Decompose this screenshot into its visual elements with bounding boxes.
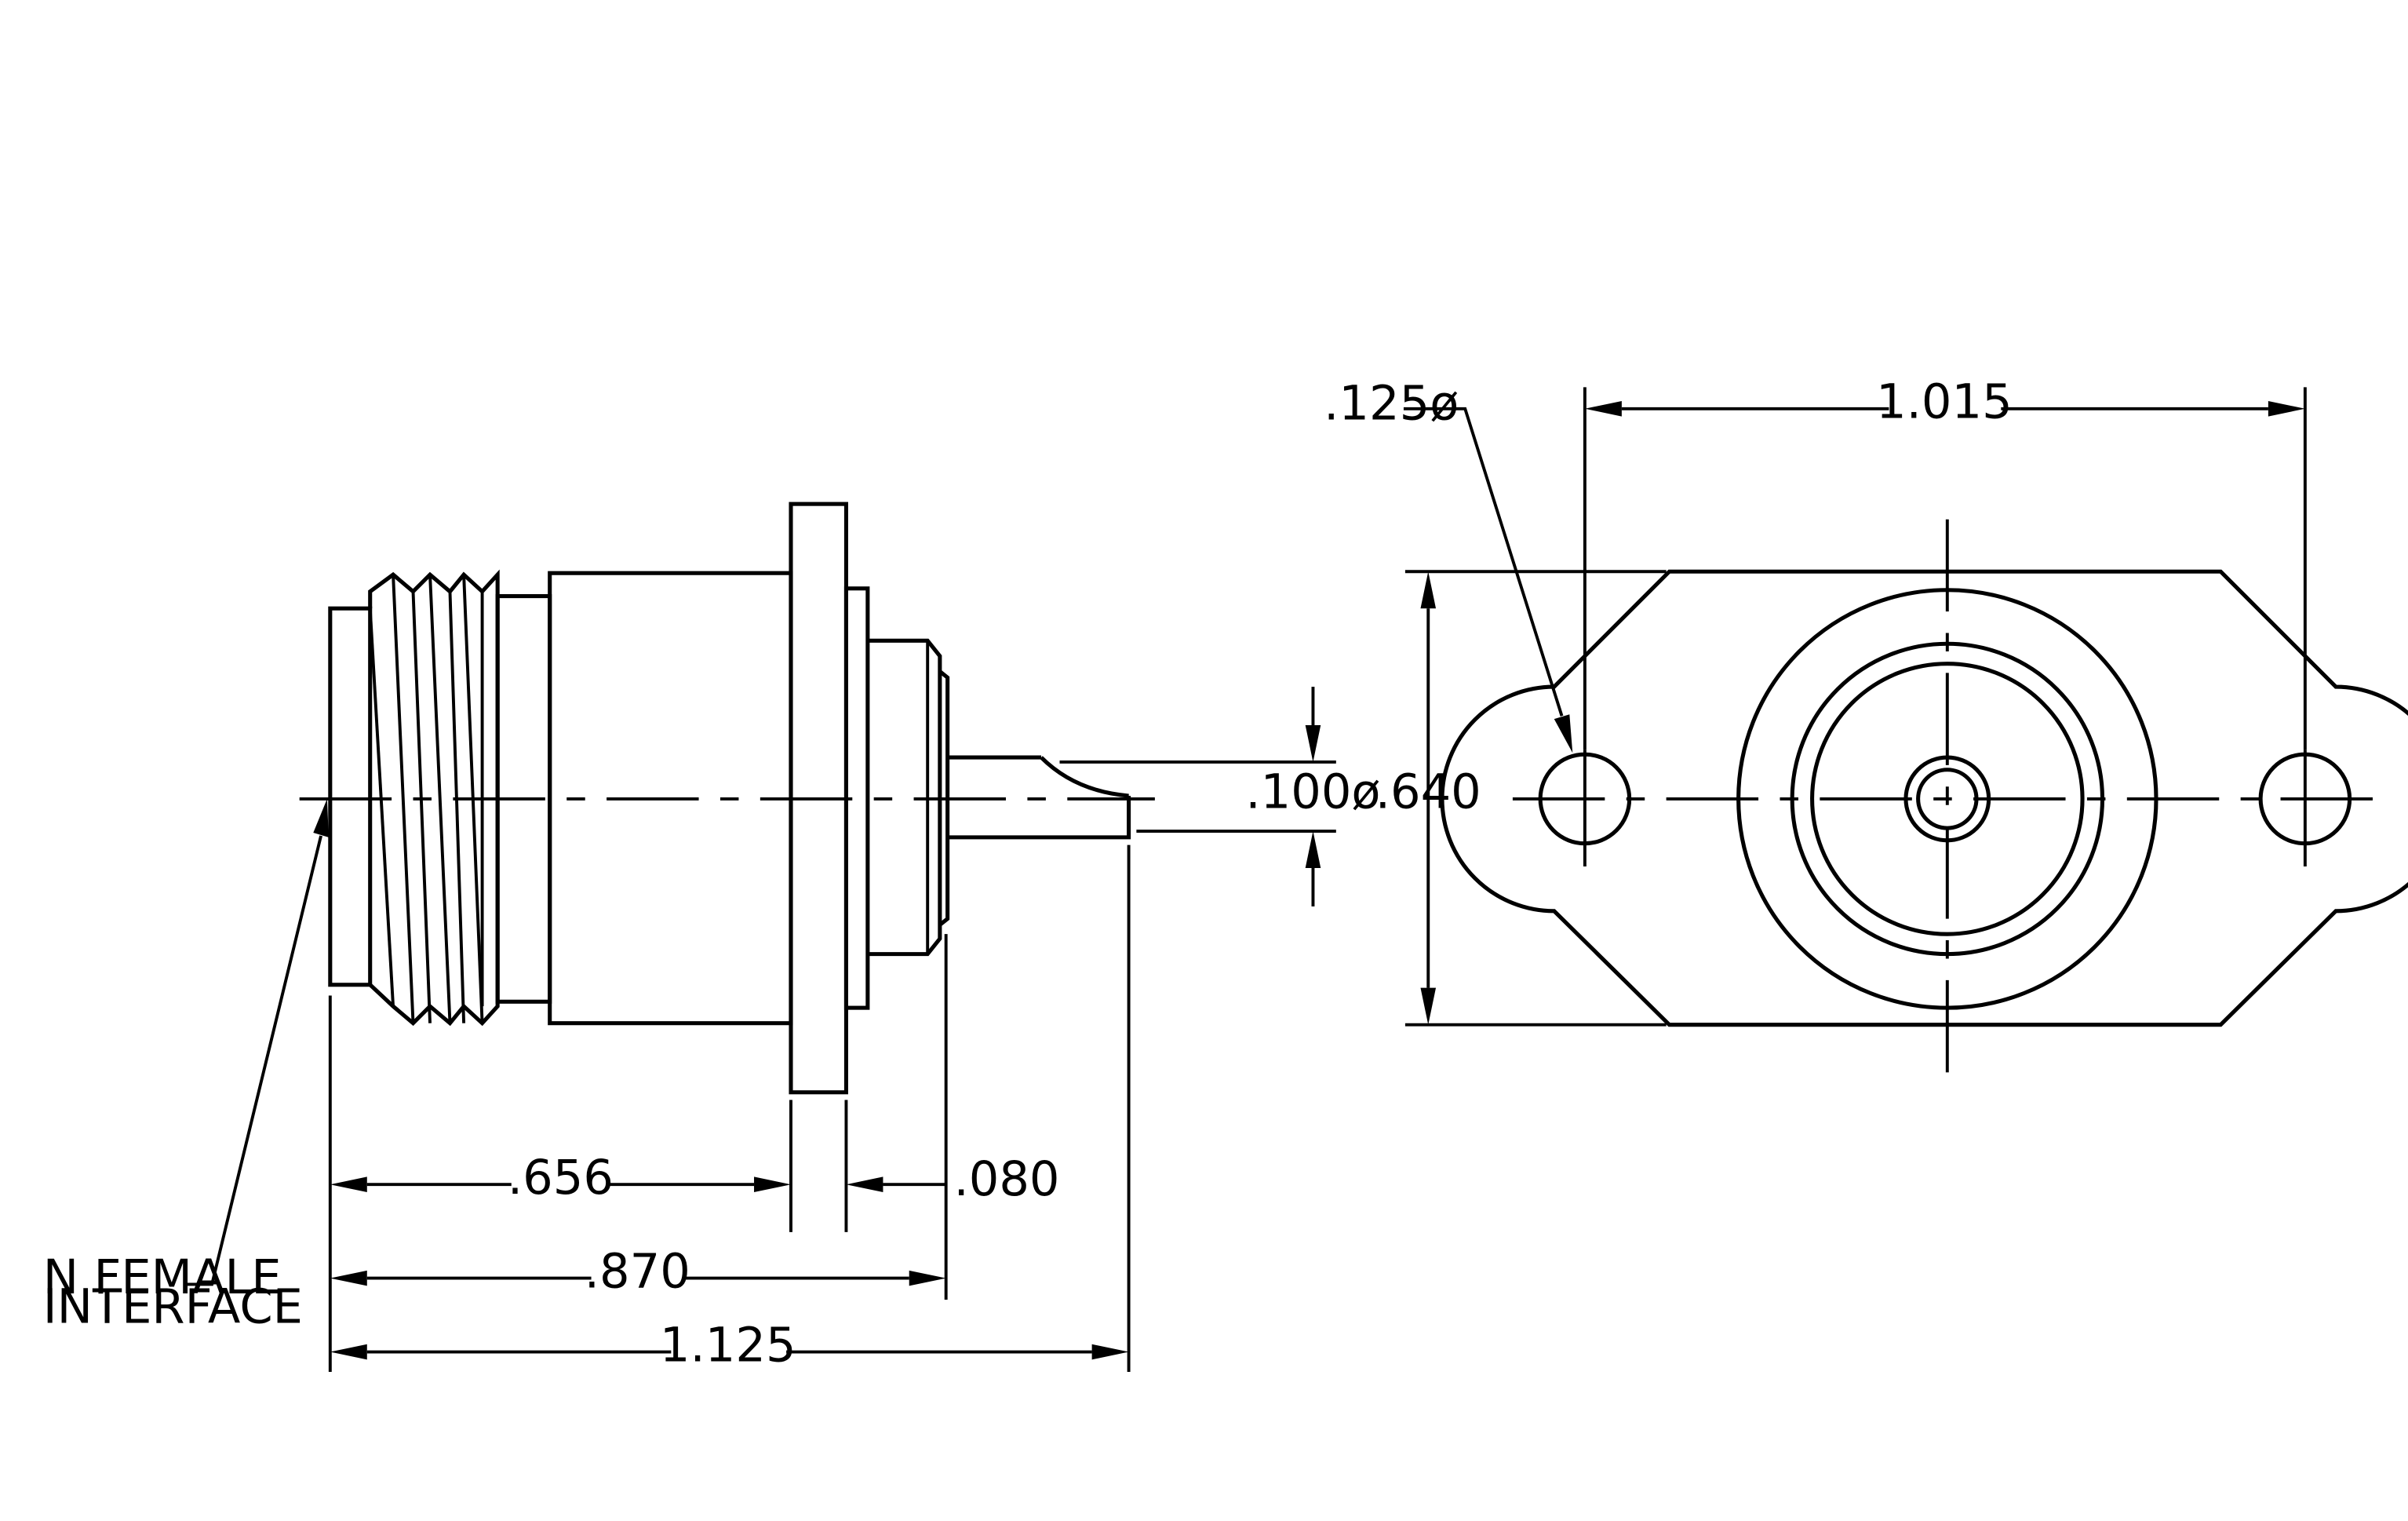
dimension-1125: 1.125	[330, 1318, 1129, 1373]
dimension-870: .870	[330, 1244, 946, 1299]
side-extension-lines	[328, 844, 1131, 1372]
hole-diameter-label: .125ø	[1324, 376, 1459, 431]
interface-label-line2: INTERFACE	[43, 1279, 303, 1334]
dimension-656-label: .656	[508, 1151, 614, 1205]
mounting-hole-left	[1538, 752, 1632, 846]
rear-body	[867, 638, 942, 957]
front-extension-lines	[1404, 387, 2307, 1027]
hole-diameter-callout: .125ø	[1324, 376, 1573, 753]
side-view	[299, 502, 1336, 1095]
contact-outer-circle	[1903, 755, 1991, 843]
dimension-656: .656	[330, 1151, 791, 1205]
dimension-080-label: .080	[953, 1152, 1059, 1207]
dimension-080: .080	[846, 1152, 1060, 1207]
dimension-1015-label: 1.015	[1876, 375, 2013, 430]
dimension-640: .640	[1375, 571, 1481, 1025]
flange-outline	[1440, 569, 2408, 1027]
contact-pin	[947, 755, 1131, 840]
interface-callout: N FEMALE INTERFACE	[43, 798, 329, 1334]
outer-body-circle	[1736, 588, 2158, 1010]
insulator-circle	[1810, 662, 2085, 936]
dimension-1015: 1.015	[1584, 375, 2305, 430]
interface-label-line1: N FEMALE	[43, 1250, 282, 1305]
rear-lip	[938, 669, 950, 927]
contact-inner-circle	[1916, 768, 1979, 830]
dimension-1125-label: 1.125	[660, 1318, 796, 1373]
thread-section	[368, 569, 500, 1027]
pin-diameter-label: .100ø	[1245, 765, 1380, 820]
mounting-hole-right	[2258, 752, 2352, 846]
dimension-640-label: .640	[1375, 765, 1481, 820]
interface-face	[328, 606, 373, 987]
front-view	[1440, 519, 2408, 1079]
rear-body-circle	[1790, 641, 2105, 957]
dimension-870-label: .870	[585, 1244, 690, 1299]
rear-step	[843, 586, 870, 1010]
